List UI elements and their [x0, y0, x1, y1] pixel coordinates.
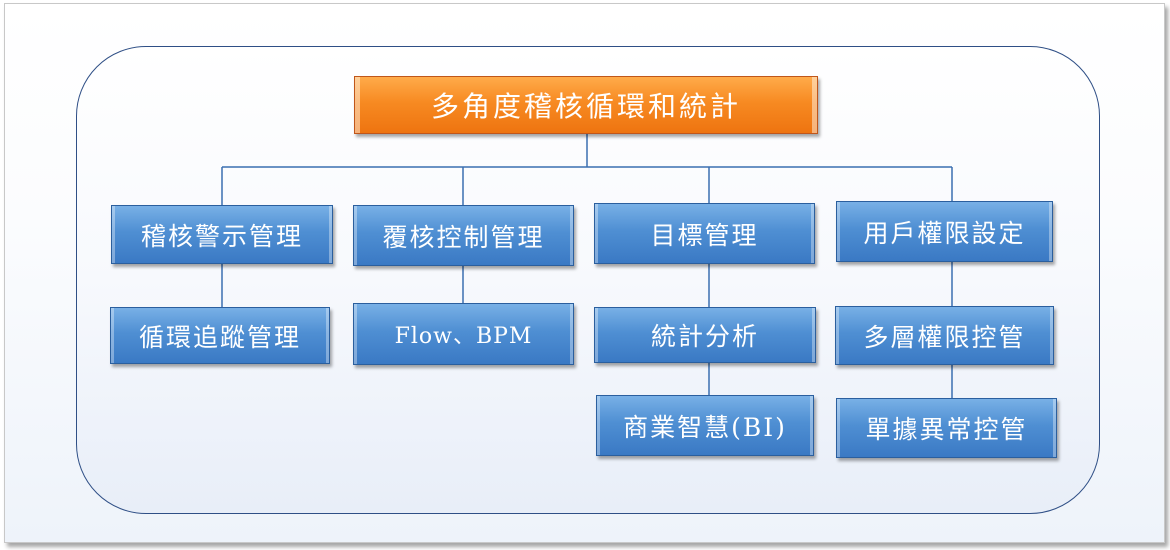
child-node-label: 多層權限控管 — [863, 322, 1026, 352]
branch-node-label: 稽核警示管理 — [140, 221, 303, 251]
child-node-label: 統計分析 — [650, 322, 759, 351]
child-node-label: 商業智慧(BI) — [623, 412, 787, 442]
child-node-flow-bpm: Flow、BPM — [353, 303, 574, 365]
branch-node-goal-management: 目標管理 — [594, 203, 815, 264]
branch-node-audit-alert: 稽核警示管理 — [111, 205, 333, 264]
child-node-label: 循環追蹤管理 — [138, 322, 301, 352]
child-node-label: Flow、BPM — [394, 324, 533, 349]
root-node: 多角度稽核循環和統計 — [354, 76, 818, 134]
branch-node-label: 覆核控制管理 — [382, 222, 545, 252]
branch-node-review-control: 覆核控制管理 — [353, 205, 574, 266]
child-node-cycle-tracking: 循環追蹤管理 — [110, 307, 330, 364]
branch-node-label: 用戶權限設定 — [863, 218, 1026, 248]
child-node-business-intelligence: 商業智慧(BI) — [596, 395, 814, 456]
child-node-label: 單據異常控管 — [865, 415, 1028, 444]
branch-node-user-permissions: 用戶權限設定 — [836, 201, 1053, 262]
root-node-label: 多角度稽核循環和統計 — [430, 90, 741, 123]
child-node-statistics: 統計分析 — [594, 307, 816, 363]
child-node-multilevel-permissions: 多層權限控管 — [835, 306, 1054, 365]
child-node-document-exception: 單據異常控管 — [836, 398, 1057, 458]
branch-node-label: 目標管理 — [650, 220, 759, 250]
